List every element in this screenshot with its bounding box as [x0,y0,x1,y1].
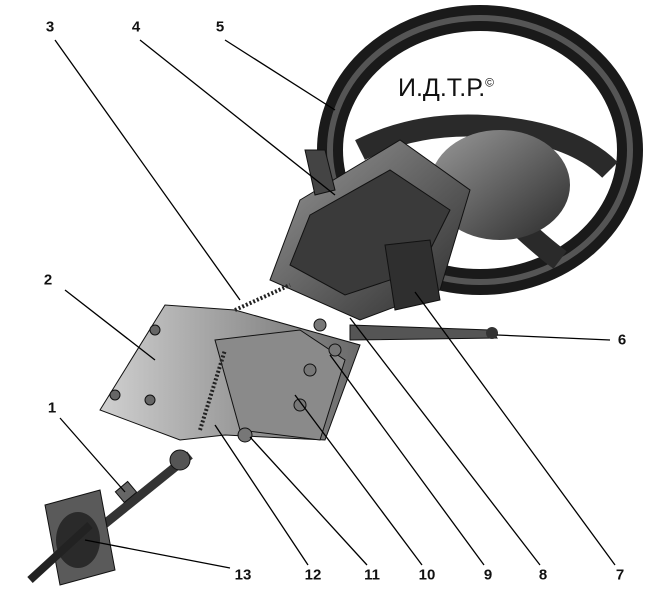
callout-2: 2 [43,271,53,289]
copyright-mark: © [485,75,494,90]
lever-tip [486,327,498,339]
watermark-text: И.Д.Т.Р. [398,74,486,102]
bracket [99,304,361,443]
callout-4: 4 [131,18,141,36]
lever [349,324,499,341]
callout-13: 13 [234,566,252,584]
callout-10: 10 [418,566,436,584]
column-housing [269,139,471,321]
leader-lines [54,39,616,569]
callout-8: 8 [538,566,548,584]
callout-1: 1 [47,399,57,417]
callout-11: 11 [364,566,380,584]
callout-9: 9 [483,566,493,584]
callout-7: 7 [615,566,625,584]
callout-3: 3 [45,18,55,36]
callout-6: 6 [617,331,627,349]
seal-plate [27,489,116,586]
callout-12: 12 [304,566,322,584]
steering-wheel [317,5,643,295]
callout-5: 5 [215,18,225,36]
watermark: И.Д.Т.Р.© [398,74,494,103]
springs [198,283,291,431]
